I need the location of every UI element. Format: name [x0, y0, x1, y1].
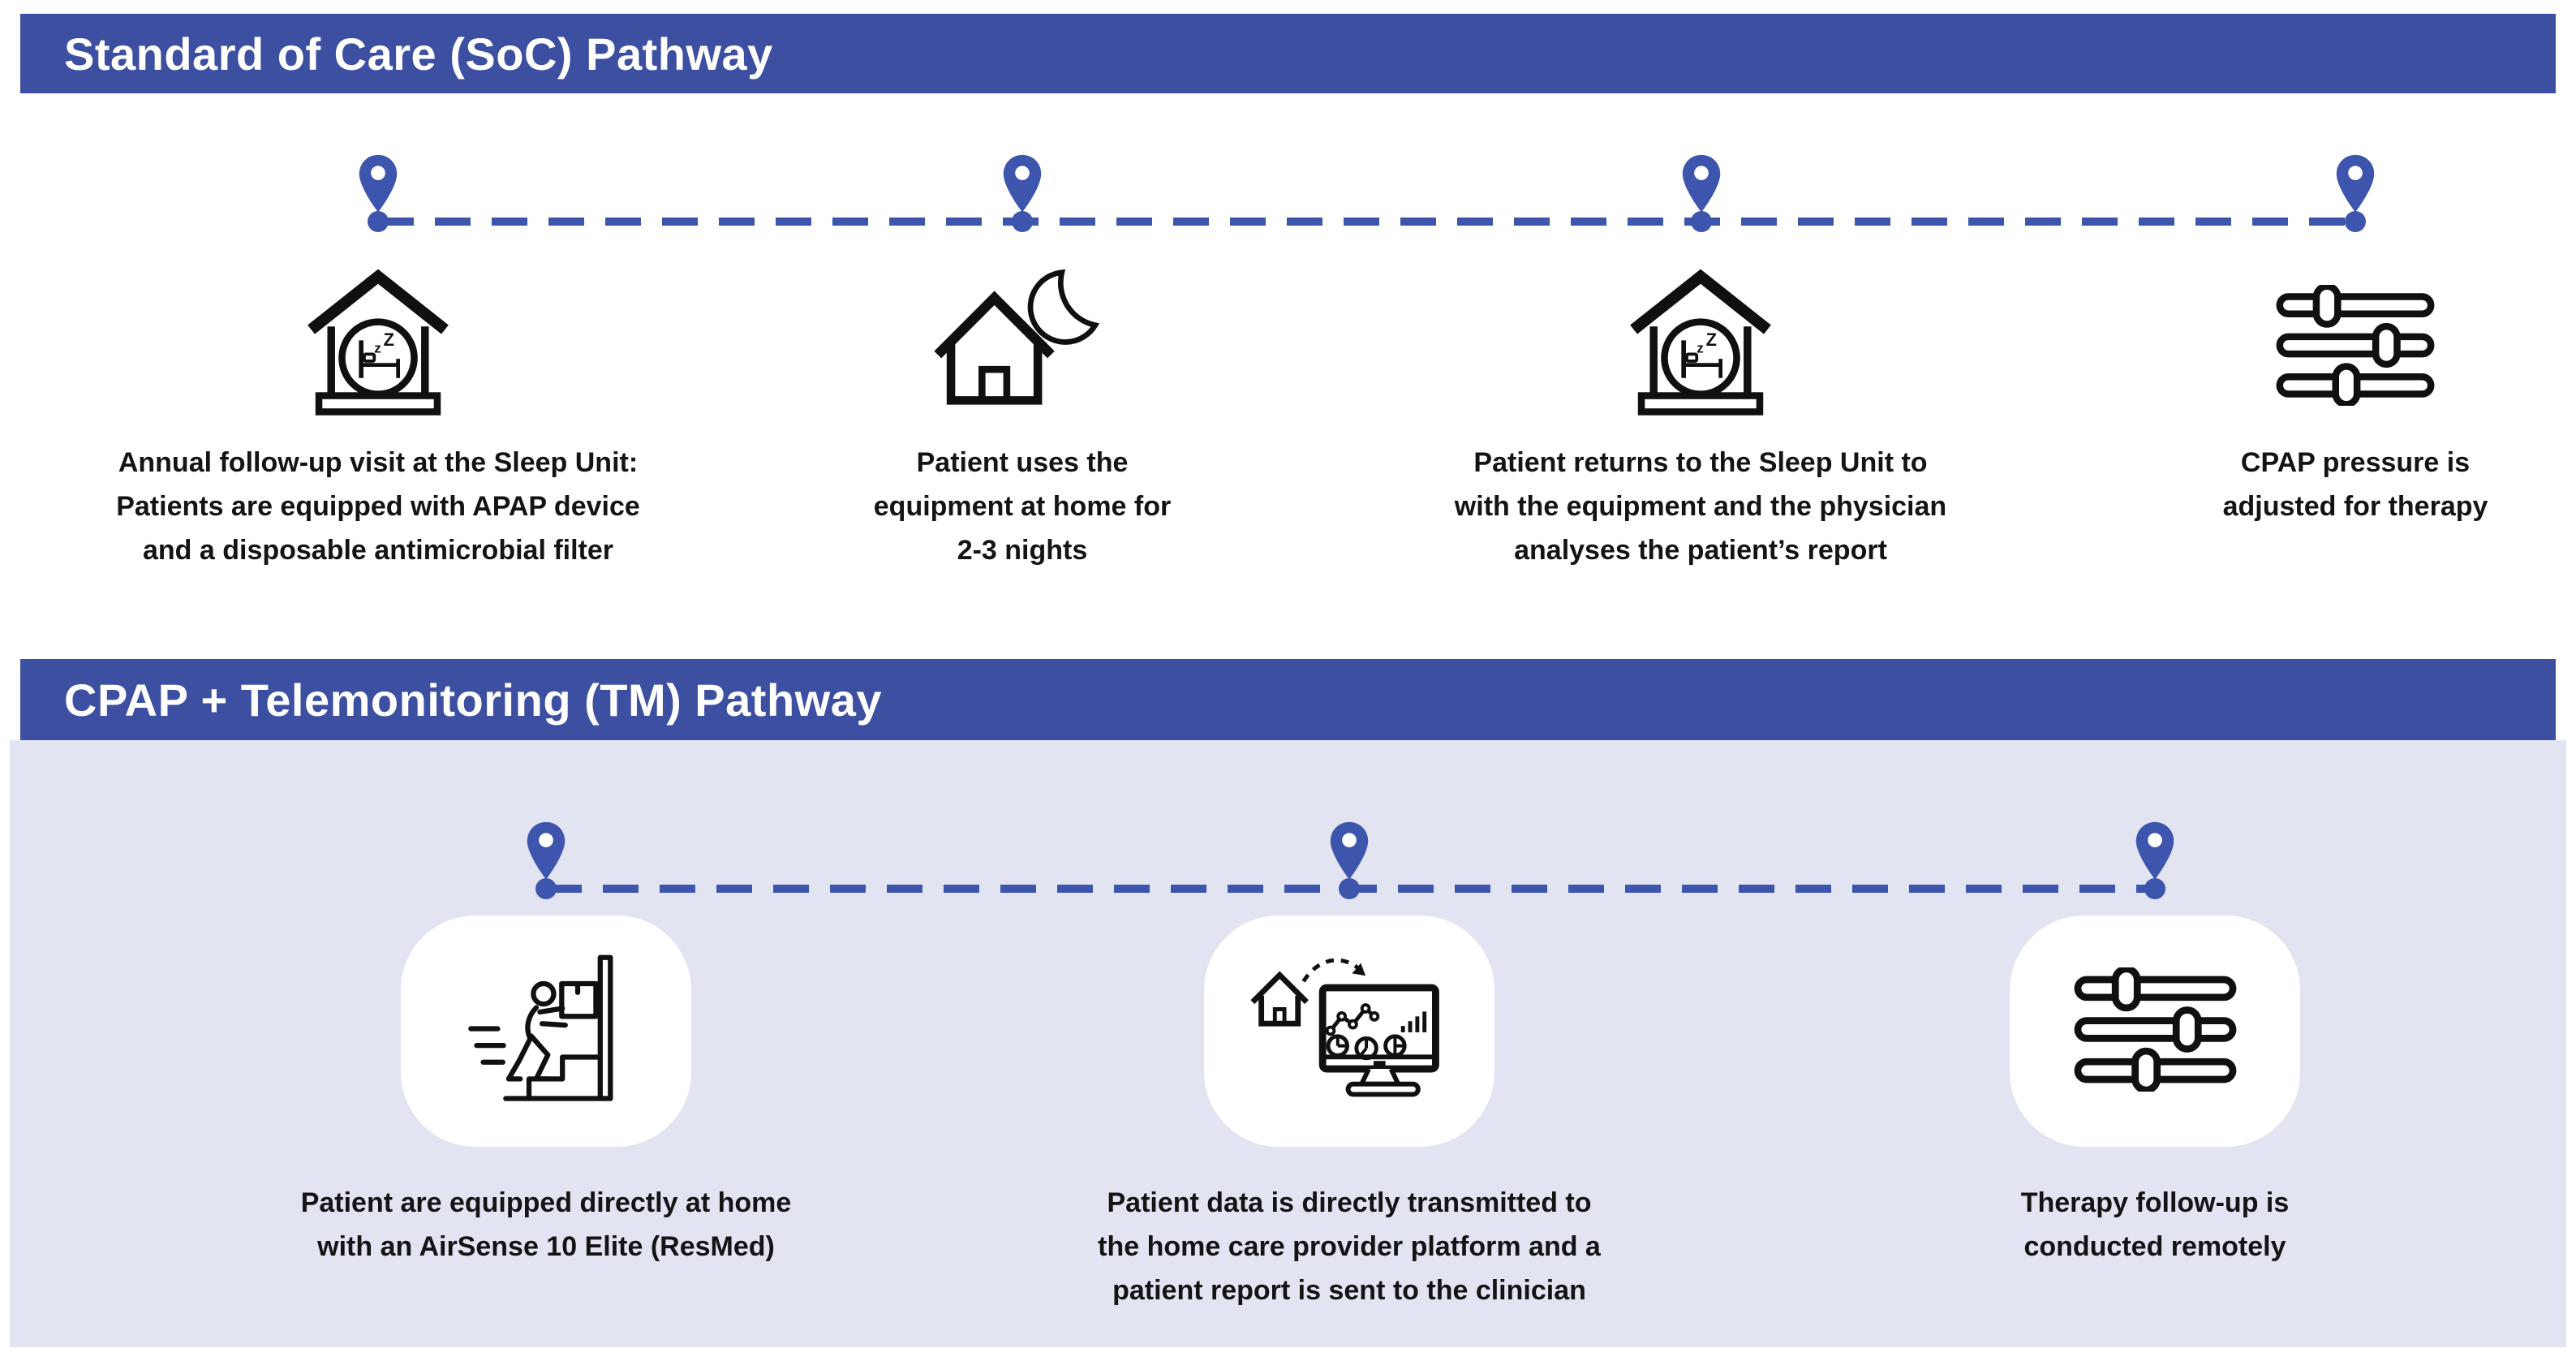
map-pin-icon: [1001, 153, 1043, 218]
map-pin-icon: [1328, 820, 1370, 885]
map-pin-icon: [357, 153, 399, 218]
soc-step-4: CPAP pressure is adjusted for therapy: [2023, 250, 2576, 528]
soc-step-1-caption: Annual follow-up visit at the Sleep Unit…: [116, 447, 640, 566]
soc-step-1: Annual follow-up visit at the Sleep Unit…: [45, 250, 711, 572]
soc-step-3: Patient returns to the Sleep Unit to wit…: [1368, 250, 2033, 572]
step-card: [2010, 915, 2300, 1147]
tm-title: CPAP + Telemonitoring (TM) Pathway: [64, 674, 882, 726]
tm-step-2: Patient data is directly transmitted to …: [1008, 915, 1690, 1312]
map-pin-icon: [525, 820, 567, 885]
remote-sliders-icon: [2072, 967, 2238, 1096]
sleep-unit-icon: [305, 250, 451, 441]
timeline-dot: [1012, 211, 1033, 232]
timeline-dot: [2144, 878, 2165, 899]
tm-step-1: Patient are equipped directly at home wi…: [205, 915, 887, 1269]
soc-title: Standard of Care (SoC) Pathway: [64, 28, 773, 80]
tm-header: CPAP + Telemonitoring (TM) Pathway: [20, 659, 2556, 740]
tm-step-3: Therapy follow-up is conducted remotely: [1814, 915, 2496, 1269]
soc-timeline-line: [378, 218, 2355, 226]
pressure-sliders-icon: [2274, 250, 2436, 441]
tm-step-1-caption: Patient are equipped directly at home wi…: [300, 1187, 792, 1262]
sleep-unit-icon: [1628, 250, 1774, 441]
soc-step-2: Patient uses the equipment at home for 2…: [690, 250, 1355, 572]
map-pin-icon: [1680, 153, 1722, 218]
timeline-dot: [368, 211, 389, 232]
timeline-dot: [535, 878, 557, 899]
step-card: [401, 915, 691, 1147]
data-transmission-icon: [1246, 940, 1453, 1123]
home-night-icon: [931, 250, 1114, 441]
timeline-dot: [2345, 211, 2366, 232]
soc-step-3-caption: Patient returns to the Sleep Unit to wit…: [1454, 447, 1947, 566]
map-pin-icon: [2134, 820, 2176, 885]
tm-step-2-caption: Patient data is directly transmitted to …: [1098, 1187, 1601, 1306]
tm-step-3-caption: Therapy follow-up is conducted remotely: [2020, 1187, 2290, 1262]
map-pin-icon: [2334, 153, 2376, 218]
soc-step-2-caption: Patient uses the equipment at home for 2…: [873, 447, 1172, 566]
home-delivery-icon: [459, 940, 634, 1122]
timeline-dot: [1691, 211, 1712, 232]
step-card: [1204, 915, 1494, 1147]
soc-header: Standard of Care (SoC) Pathway: [20, 14, 2556, 93]
timeline-dot: [1339, 878, 1360, 899]
soc-step-4-caption: CPAP pressure is adjusted for therapy: [2222, 447, 2488, 522]
